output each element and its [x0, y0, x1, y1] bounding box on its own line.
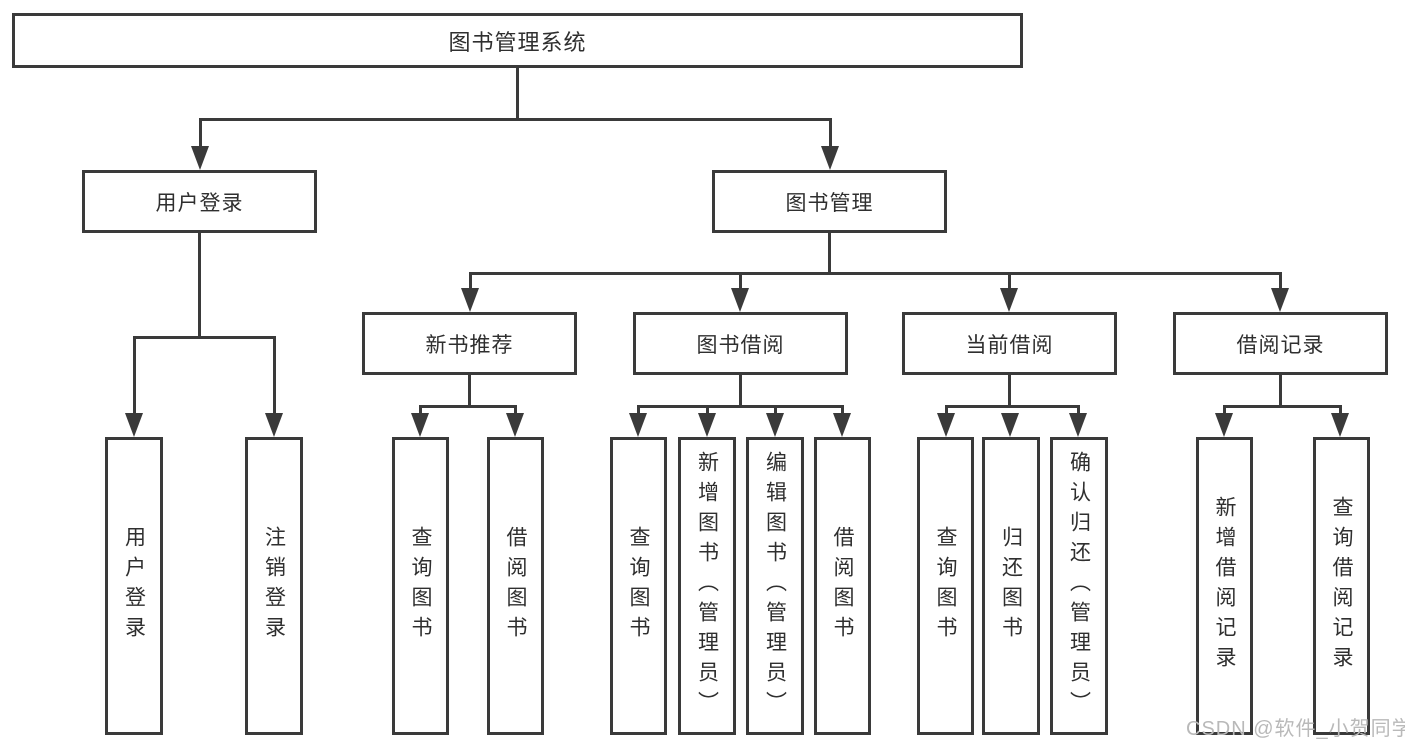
leaf-query-books-borrow: 查询图书	[610, 437, 667, 735]
arrow-down-icon	[731, 288, 749, 312]
connector-line	[1223, 405, 1342, 408]
leaf-query-books-current-label: 查询图书	[934, 526, 957, 646]
connector-line	[468, 375, 471, 405]
connector-line	[419, 405, 422, 417]
arrow-down-icon	[698, 413, 716, 437]
connector-line	[133, 336, 136, 415]
arrow-down-icon	[629, 413, 647, 437]
connector-line	[1279, 375, 1282, 405]
connector-line	[469, 272, 1282, 275]
connector-line	[945, 405, 1080, 408]
leaf-query-books-borrow-label: 查询图书	[627, 526, 650, 646]
arrow-down-icon	[191, 146, 209, 170]
node-book-management-label: 图书管理	[785, 191, 874, 215]
leaf-logout: 注销登录	[245, 437, 303, 735]
connector-line	[1279, 272, 1282, 292]
connector-line	[1223, 405, 1226, 417]
arrow-down-icon	[461, 288, 479, 312]
leaf-user-login: 用户登录	[105, 437, 163, 735]
arrow-down-icon	[833, 413, 851, 437]
connector-line	[945, 405, 948, 417]
connector-line	[514, 405, 517, 417]
leaf-confirm-return-admin: 确认归还（管理员）	[1050, 437, 1108, 735]
connector-line	[739, 272, 742, 292]
arrow-down-icon	[1069, 413, 1087, 437]
leaf-borrow-books-recommend-label: 借阅图书	[504, 526, 527, 646]
arrow-down-icon	[506, 413, 524, 437]
leaf-query-books-recommend: 查询图书	[392, 437, 449, 735]
connector-line	[133, 336, 276, 339]
connector-line	[637, 405, 640, 417]
node-root: 图书管理系统	[12, 13, 1023, 68]
arrow-down-icon	[1331, 413, 1349, 437]
arrow-down-icon	[1271, 288, 1289, 312]
leaf-borrow-books-recommend: 借阅图书	[487, 437, 544, 735]
leaf-add-borrow-record: 新增借阅记录	[1196, 437, 1253, 735]
arrow-down-icon	[821, 146, 839, 170]
connector-line	[1077, 405, 1080, 417]
node-book-borrow: 图书借阅	[633, 312, 848, 375]
leaf-add-book-admin-label: 新增图书（管理员）	[695, 451, 719, 721]
connector-line	[637, 405, 844, 408]
connector-line	[199, 118, 832, 121]
arrow-down-icon	[1001, 413, 1019, 437]
node-root-label: 图书管理系统	[448, 29, 587, 55]
connector-line	[829, 118, 832, 150]
connector-line	[1008, 272, 1011, 292]
connector-line	[198, 233, 201, 336]
connector-line	[841, 405, 844, 417]
node-book-management: 图书管理	[712, 170, 947, 233]
leaf-edit-book-admin: 编辑图书（管理员）	[746, 437, 804, 735]
node-current-borrow: 当前借阅	[902, 312, 1117, 375]
leaf-add-book-admin: 新增图书（管理员）	[678, 437, 736, 735]
connector-line	[199, 118, 202, 150]
node-new-book-recommend: 新书推荐	[362, 312, 577, 375]
arrow-down-icon	[265, 413, 283, 437]
node-user-login-label: 用户登录	[155, 191, 244, 215]
leaf-logout-label: 注销登录	[262, 526, 286, 646]
leaf-query-borrow-record: 查询借阅记录	[1313, 437, 1370, 735]
connector-line	[828, 233, 831, 272]
connector-line	[1339, 405, 1342, 417]
leaf-query-borrow-record-label: 查询借阅记录	[1330, 496, 1353, 676]
arrow-down-icon	[125, 413, 143, 437]
connector-line	[516, 68, 519, 118]
arrow-down-icon	[411, 413, 429, 437]
node-book-borrow-label: 图书借阅	[696, 333, 785, 357]
connector-line	[774, 405, 777, 417]
leaf-borrow-books: 借阅图书	[814, 437, 871, 735]
leaf-confirm-return-admin-label: 确认归还（管理员）	[1067, 451, 1091, 721]
leaf-return-book: 归还图书	[982, 437, 1040, 735]
leaf-user-login-label: 用户登录	[122, 526, 146, 646]
leaf-add-borrow-record-label: 新增借阅记录	[1213, 496, 1236, 676]
leaf-return-book-label: 归还图书	[999, 526, 1023, 646]
leaf-query-books-current: 查询图书	[917, 437, 974, 735]
arrow-down-icon	[937, 413, 955, 437]
arrow-down-icon	[766, 413, 784, 437]
node-borrow-records-label: 借阅记录	[1236, 333, 1325, 357]
node-new-book-recommend-label: 新书推荐	[425, 333, 514, 357]
connector-line	[469, 272, 472, 292]
connector-line	[739, 375, 742, 405]
arrow-down-icon	[1000, 288, 1018, 312]
leaf-borrow-books-label: 借阅图书	[831, 526, 854, 646]
node-user-login: 用户登录	[82, 170, 317, 233]
leaf-edit-book-admin-label: 编辑图书（管理员）	[763, 451, 787, 721]
leaf-query-books-recommend-label: 查询图书	[409, 526, 432, 646]
connector-line	[273, 336, 276, 415]
connector-line	[706, 405, 709, 417]
connector-line	[1008, 375, 1011, 405]
node-borrow-records: 借阅记录	[1173, 312, 1388, 375]
watermark: CSDN @软件_小贺同学	[1186, 718, 1405, 740]
connector-line	[419, 405, 517, 408]
node-current-borrow-label: 当前借阅	[965, 333, 1054, 357]
arrow-down-icon	[1215, 413, 1233, 437]
